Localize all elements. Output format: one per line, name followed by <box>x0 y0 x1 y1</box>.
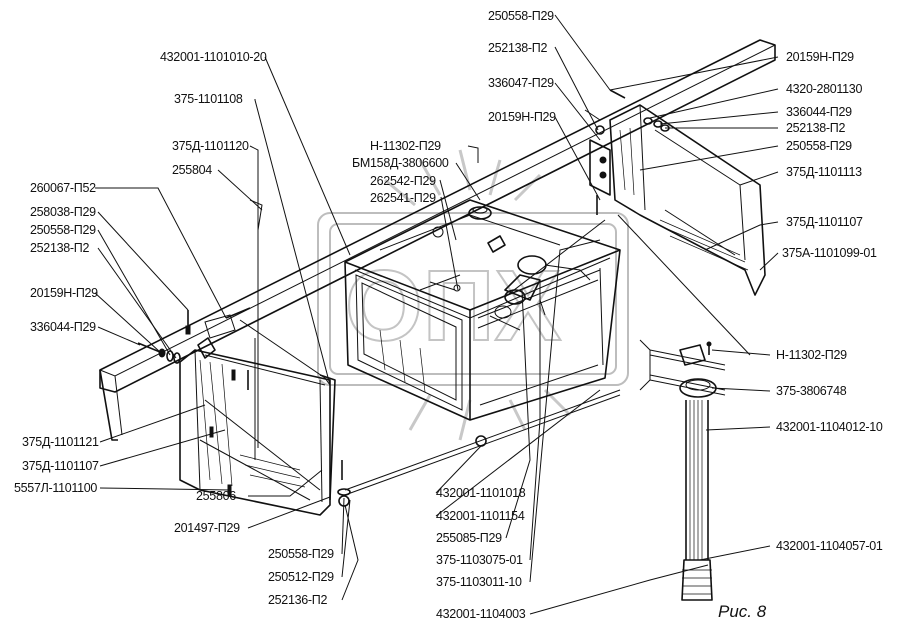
callout-label: 201497-П29 <box>174 521 240 535</box>
svg-text:ОПХ: ОПХ <box>345 250 561 362</box>
figure-caption: Рис. 8 <box>718 602 767 621</box>
callout-label: 432001-1101018 <box>436 486 526 500</box>
callout-label: 432001-1104057-01 <box>776 539 883 553</box>
callout-label: Н-11302-П29 <box>776 348 847 362</box>
callout-label: 252138-П2 <box>488 41 547 55</box>
callout-label: Н-11302-П29 <box>370 139 441 153</box>
callout-label: БМ158Д-3806600 <box>352 156 449 170</box>
callout-label: 4320-2801130 <box>786 82 862 96</box>
fuel-tank <box>344 199 621 421</box>
callout-label: 20159Н-П29 <box>30 286 98 300</box>
callout-label: 375Д-1101121 <box>22 435 99 449</box>
fuel-level-sensor <box>639 339 726 601</box>
watermark-logo: ОПХ <box>317 149 629 441</box>
callout-label: 375-1103075-01 <box>436 553 523 567</box>
callout-label: 262541-П29 <box>370 191 436 205</box>
callout-label: 336044-П29 <box>30 320 96 334</box>
callout-label: 252138-П2 <box>30 241 89 255</box>
strap-rod <box>337 389 621 507</box>
callout-label: 432001-1101154 <box>436 509 525 523</box>
callout-label: 336047-П29 <box>488 76 554 90</box>
callout-label: 432001-1101010-20 <box>160 50 267 64</box>
tank-strap-left <box>249 199 336 501</box>
callout-label: 432001-1104003 <box>436 607 526 621</box>
callout-label: 258038-П29 <box>30 205 96 219</box>
callout-label: 375А-1101099-01 <box>782 246 877 260</box>
callout-label: 252138-П2 <box>786 121 845 135</box>
left-bracket <box>179 314 331 516</box>
callout-label: 255804 <box>172 163 212 177</box>
callout-label: 260067-П52 <box>30 181 96 195</box>
right-bracket <box>584 89 766 296</box>
callout-label: 20159Н-П29 <box>488 110 556 124</box>
callout-label: 250558-П29 <box>30 223 96 237</box>
callout-label: 262542-П29 <box>370 174 436 188</box>
callout-label: 336044-П29 <box>786 105 852 119</box>
callout-label: 375Д-1101107 <box>786 215 863 229</box>
callout-label: 432001-1104012-10 <box>776 420 883 434</box>
callout-label: 375-1101108 <box>174 92 243 106</box>
left-fasteners <box>137 307 251 390</box>
callout-label: 252136-П2 <box>268 593 327 607</box>
callout-label: 255085-П29 <box>436 531 502 545</box>
callout-label: 375Д-1101120 <box>172 139 249 153</box>
callout-label: 250558-П29 <box>786 139 852 153</box>
callout-label: 20159Н-П29 <box>786 50 854 64</box>
callout-label: 255806 <box>196 489 236 503</box>
callout-label: 375-3806748 <box>776 384 847 398</box>
callout-label: 375-1103011-10 <box>436 575 522 589</box>
callout-label: 375Д-1101107 <box>22 459 99 473</box>
callout-labels: 250558-П29 252138-П2 336047-П29 20159Н-П… <box>14 9 883 621</box>
callout-label: 5557Л-1101100 <box>14 481 97 495</box>
callout-label: 250558-П29 <box>268 547 334 561</box>
callout-label: 250558-П29 <box>488 9 554 23</box>
callout-label: 250512-П29 <box>268 570 334 584</box>
callout-label: 375Д-1101113 <box>786 165 862 179</box>
leader-lines <box>94 14 779 615</box>
frame-beam <box>99 39 776 441</box>
